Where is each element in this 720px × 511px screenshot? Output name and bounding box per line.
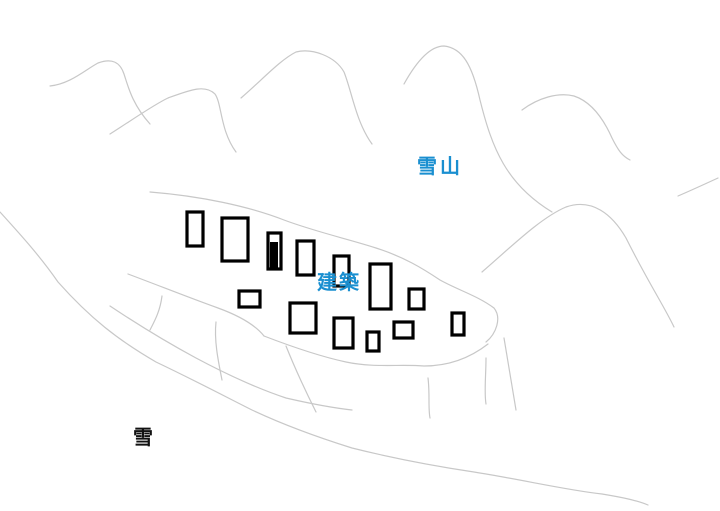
snow-label: 雪 <box>133 425 153 449</box>
mountain-ridge-right <box>481 203 675 328</box>
mountain-ridge-left <box>49 60 151 125</box>
building <box>237 289 262 309</box>
mountain-ridge-left-spur <box>109 88 237 153</box>
building <box>288 301 318 335</box>
mountain-peak-center <box>403 45 553 213</box>
building <box>365 330 381 353</box>
gully-line-1 <box>149 295 163 331</box>
building <box>407 287 426 311</box>
gully-line-2 <box>214 321 223 381</box>
gully-line-5 <box>484 357 487 405</box>
building <box>332 316 355 350</box>
building <box>392 320 415 340</box>
building <box>368 262 393 311</box>
building <box>185 210 205 248</box>
slope-line-inner <box>109 305 353 411</box>
building <box>266 231 283 271</box>
mountain-peak-right <box>521 94 631 161</box>
building <box>295 239 316 277</box>
mountain-peak-center-left <box>240 50 373 145</box>
gully-line-6 <box>503 337 517 411</box>
valley-lower-edge <box>263 335 489 367</box>
valley-upper-edge <box>149 191 499 343</box>
building-fill-mark <box>270 242 278 268</box>
gully-line-4 <box>427 377 431 419</box>
snow-mountain-label: 雪山 <box>417 154 463 178</box>
valley-left-contour <box>127 273 265 337</box>
building <box>220 216 250 263</box>
building <box>450 311 466 337</box>
slope-line-far-left <box>0 211 649 506</box>
mountain-lines <box>0 45 719 506</box>
building-cluster <box>185 210 466 353</box>
buildings-label: 建築 <box>317 270 361 294</box>
mountain-ridge-far-right <box>677 177 719 197</box>
gully-line-3 <box>285 345 317 413</box>
building <box>332 254 351 288</box>
